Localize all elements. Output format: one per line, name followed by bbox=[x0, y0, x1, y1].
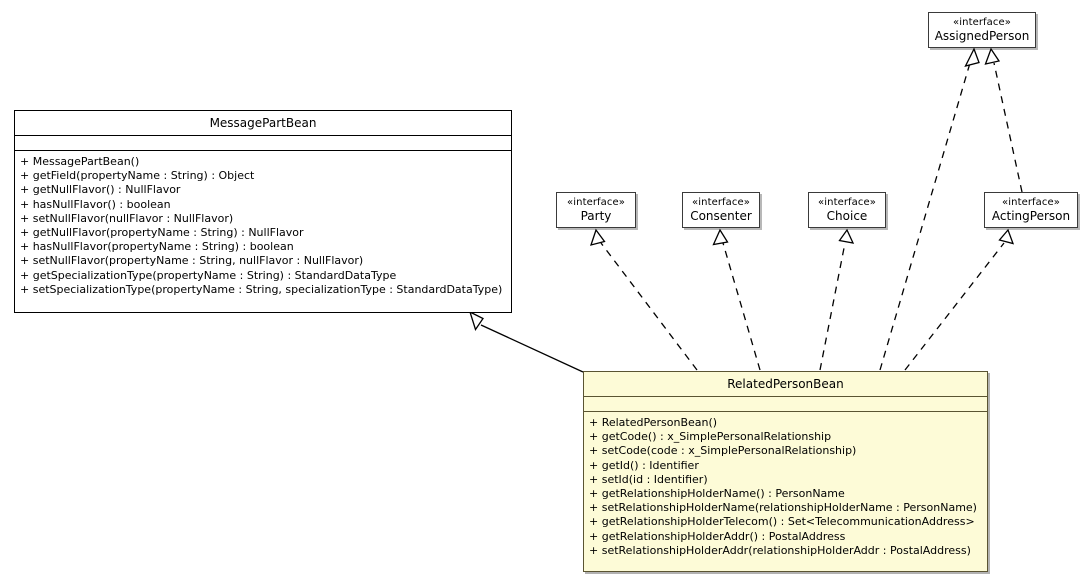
edge-realization-relatedpersonbean-consenter bbox=[712, 228, 761, 371]
operation-row: + setCode(code : x_SimplePersonalRelatio… bbox=[589, 444, 857, 458]
edge-realization-relatedpersonbean-actingperson bbox=[904, 228, 1015, 371]
interface-box-consenter[interactable]: «interface» Consenter bbox=[682, 192, 760, 228]
interface-stereotype: «interface» bbox=[818, 197, 876, 209]
edge-realization-relatedpersonbean-party bbox=[590, 228, 698, 371]
class-name-relatedpersonbean: RelatedPersonBean bbox=[584, 372, 987, 397]
operation-row: + RelatedPersonBean() bbox=[589, 416, 718, 429]
interface-name: Choice bbox=[826, 208, 868, 223]
interface-stereotype: «interface» bbox=[1002, 197, 1060, 209]
operation-row: + hasNullFlavor(propertyName : String) :… bbox=[20, 240, 294, 254]
edge-generalization-relatedpersonbean-messagepartbean bbox=[468, 310, 584, 373]
operation-row: + getCode() : x_SimplePersonalRelationsh… bbox=[589, 430, 832, 444]
class-operations-compartment: + RelatedPersonBean() + getCode() : x_Si… bbox=[584, 412, 987, 562]
class-box-relatedpersonbean[interactable]: RelatedPersonBean + RelatedPersonBean() … bbox=[583, 371, 988, 572]
operation-row: + getField(propertyName : String) : Obje… bbox=[20, 169, 255, 183]
operation-row: + setRelationshipHolderName(relationship… bbox=[589, 501, 977, 515]
operation-row: + getRelationshipHolderName() : PersonNa… bbox=[589, 487, 845, 501]
class-box-messagepartbean[interactable]: MessagePartBean + MessagePartBean() + ge… bbox=[14, 110, 512, 313]
interface-name: Consenter bbox=[690, 208, 752, 223]
operation-row: + hasNullFlavor() : boolean bbox=[20, 197, 171, 211]
interface-name: AssignedPerson bbox=[934, 28, 1030, 43]
interface-stereotype: «interface» bbox=[567, 197, 625, 209]
operation-row: + setId(id : Identifier) bbox=[589, 472, 708, 486]
interface-box-assignedperson[interactable]: «interface» AssignedPerson bbox=[928, 12, 1036, 48]
operation-row: + getSpecializationType(propertyName : S… bbox=[20, 268, 397, 282]
operation-row: + getId() : Identifier bbox=[589, 458, 699, 472]
class-attributes-compartment bbox=[15, 136, 511, 151]
interface-stereotype: «interface» bbox=[953, 17, 1011, 29]
edge-realization-relatedpersonbean-choice bbox=[819, 228, 855, 371]
class-name-messagepartbean: MessagePartBean bbox=[15, 111, 511, 136]
operation-row: + getNullFlavor(propertyName : String) :… bbox=[20, 226, 304, 240]
operation-row: + setNullFlavor(propertyName : String, n… bbox=[20, 254, 364, 268]
interface-box-choice[interactable]: «interface» Choice bbox=[808, 192, 886, 228]
class-attributes-compartment bbox=[584, 397, 987, 412]
interface-box-party[interactable]: «interface» Party bbox=[556, 192, 636, 228]
edge-realization-actingperson-assignedperson bbox=[984, 47, 1023, 193]
operation-row: + getRelationshipHolderTelecom() : Set<T… bbox=[589, 515, 975, 529]
interface-box-actingperson[interactable]: «interface» ActingPerson bbox=[984, 192, 1078, 228]
interface-name: ActingPerson bbox=[991, 208, 1071, 223]
operation-row: + getNullFlavor() : NullFlavor bbox=[20, 183, 181, 197]
edge-realization-relatedpersonbean-assignedperson bbox=[879, 47, 980, 371]
class-operations-compartment: + MessagePartBean() + getField(propertyN… bbox=[15, 151, 511, 301]
operation-row: + setSpecializationType(propertyName : S… bbox=[20, 282, 503, 296]
operation-row: + setRelationshipHolderAddr(relationship… bbox=[589, 543, 971, 557]
interface-name: Party bbox=[580, 208, 612, 223]
interface-stereotype: «interface» bbox=[692, 197, 750, 209]
operation-row: + MessagePartBean() bbox=[20, 155, 140, 168]
operation-row: + setNullFlavor(nullFlavor : NullFlavor) bbox=[20, 211, 234, 225]
operation-row: + getRelationshipHolderAddr() : PostalAd… bbox=[589, 529, 846, 543]
